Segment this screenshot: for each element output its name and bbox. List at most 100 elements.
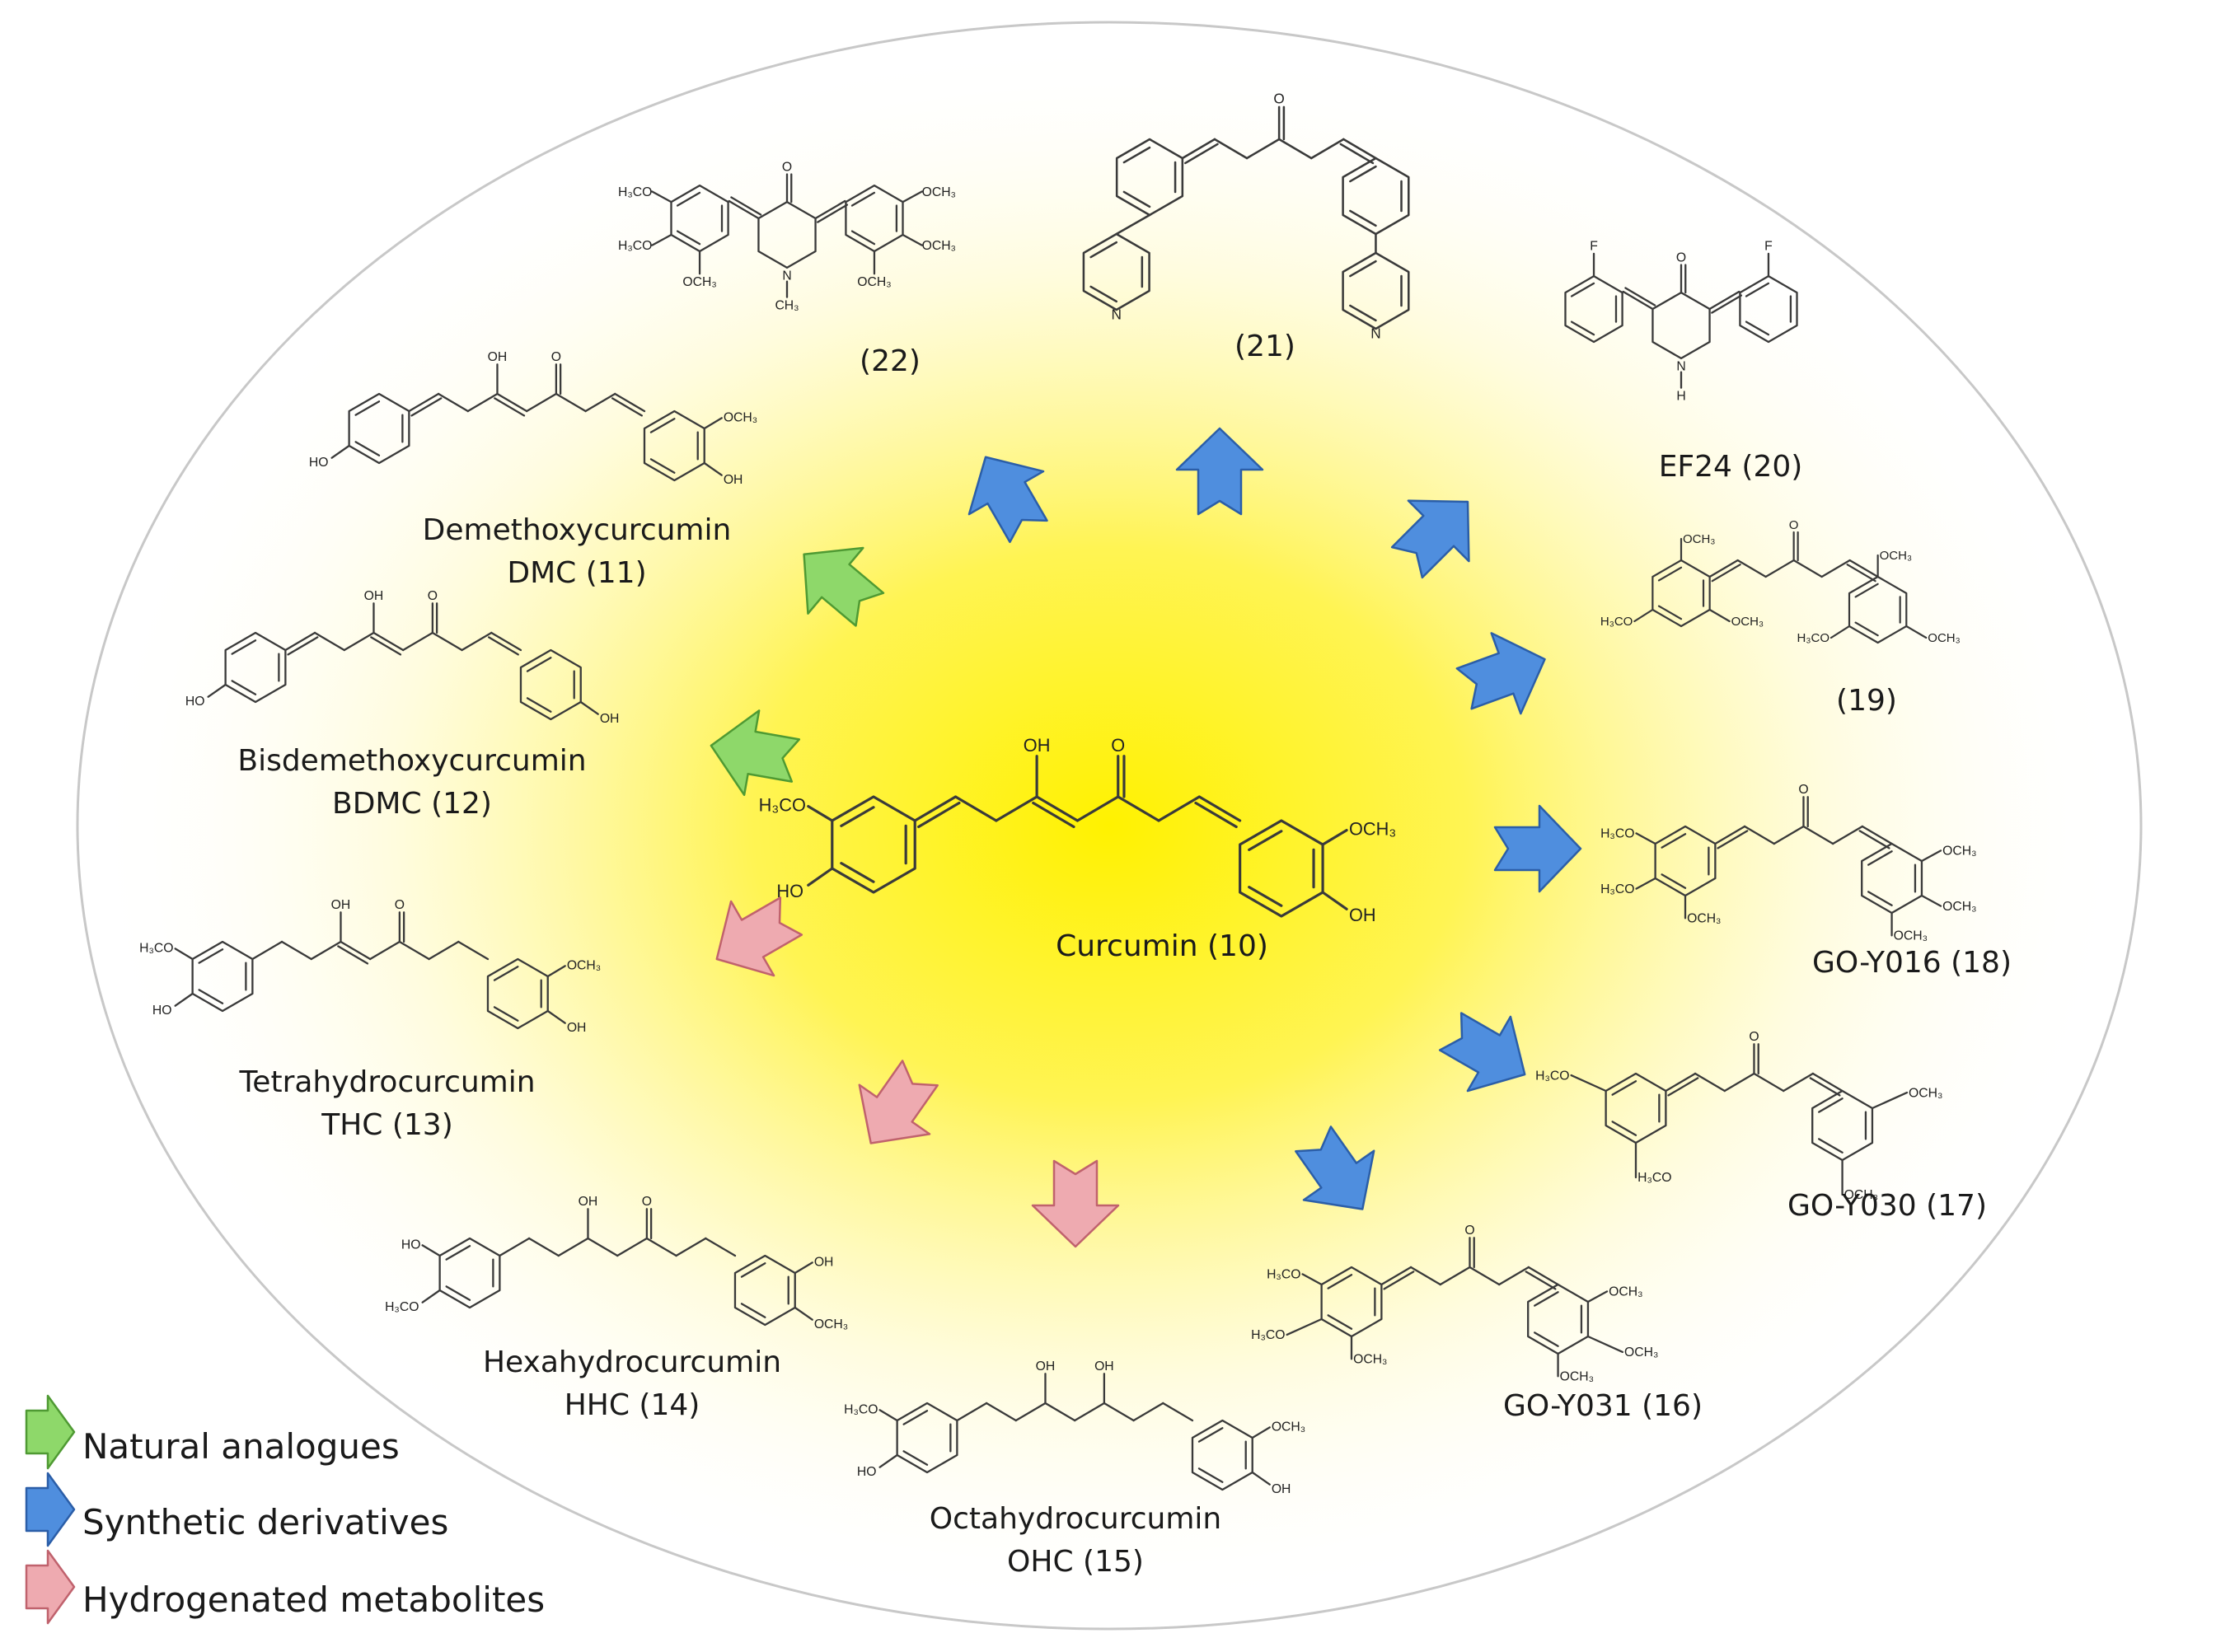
bond bbox=[1245, 138, 1281, 160]
atom-label: OCH₃ bbox=[1942, 845, 1976, 859]
bond bbox=[1708, 608, 1731, 623]
compound-label-line: (19) bbox=[1836, 684, 1897, 718]
bond bbox=[231, 680, 257, 695]
bond bbox=[902, 233, 923, 246]
atom-label: HO bbox=[309, 456, 329, 470]
arrow-to-ohc bbox=[1031, 1159, 1120, 1248]
arrow-to-19 bbox=[1455, 632, 1546, 715]
atom-label: OH bbox=[600, 712, 620, 726]
bond bbox=[850, 191, 876, 207]
atom-label: H₃CO bbox=[1600, 615, 1633, 629]
atom-label: N bbox=[782, 269, 791, 283]
bond bbox=[1309, 138, 1345, 160]
atom-label: O bbox=[1798, 783, 1808, 797]
compound-label-line: Hexahydrocurcumin bbox=[483, 1345, 781, 1379]
atom-label: H₃CO bbox=[1600, 827, 1634, 841]
bond bbox=[526, 392, 558, 413]
bond bbox=[1248, 830, 1283, 851]
atom-label: H bbox=[1676, 389, 1685, 403]
bond bbox=[490, 631, 522, 652]
arrow-to-go-y031 bbox=[1295, 1126, 1375, 1210]
bond bbox=[370, 636, 402, 656]
compound-label-line: GO-Y016 (18) bbox=[1812, 946, 2012, 980]
atom-label: O bbox=[428, 589, 438, 603]
bond bbox=[1711, 564, 1741, 583]
arrow-to-thc bbox=[715, 896, 803, 977]
bond bbox=[526, 697, 552, 713]
arrow-to-bdmc bbox=[710, 709, 801, 797]
bond bbox=[740, 1262, 766, 1278]
bond bbox=[231, 639, 257, 655]
atom-label: O bbox=[1273, 90, 1284, 106]
bond bbox=[814, 199, 846, 220]
atom-label: OCH₃ bbox=[1909, 1086, 1942, 1100]
bond bbox=[1832, 825, 1864, 845]
atom-label: O bbox=[1676, 250, 1686, 264]
bond bbox=[817, 204, 849, 223]
bond bbox=[1736, 559, 1767, 578]
bond bbox=[1197, 1427, 1224, 1443]
atom-label: OCH₃ bbox=[1683, 532, 1715, 546]
bond bbox=[1122, 190, 1151, 208]
bond bbox=[1661, 873, 1687, 889]
atom-label: OH bbox=[1024, 735, 1051, 756]
bond bbox=[1818, 1097, 1844, 1113]
atom-label: OH bbox=[331, 898, 351, 912]
bond bbox=[445, 1285, 471, 1301]
legend-item-natural: Natural analogues bbox=[25, 1394, 400, 1470]
atom-label: OCH₃ bbox=[1349, 818, 1396, 839]
arrow-to-dmc bbox=[803, 546, 885, 627]
bond bbox=[676, 191, 701, 207]
bond bbox=[649, 418, 676, 433]
bond bbox=[850, 230, 876, 246]
aromatic-ring bbox=[519, 648, 582, 721]
bond bbox=[437, 392, 469, 413]
bond bbox=[902, 1450, 929, 1466]
legend-arrow-natural bbox=[25, 1394, 76, 1470]
bond bbox=[616, 1237, 649, 1257]
bond bbox=[207, 683, 227, 698]
bond bbox=[466, 392, 499, 413]
compound-label-line: BDMC (12) bbox=[332, 787, 492, 821]
atom-label: OH bbox=[364, 589, 384, 603]
bond bbox=[1624, 287, 1656, 307]
atom-label: OCH₃ bbox=[1272, 1420, 1305, 1434]
atom-label: H₃CO bbox=[1600, 882, 1634, 896]
compound-label-line: Bisdemethoxycurcumin bbox=[237, 744, 586, 778]
legend-label-natural: Natural analogues bbox=[82, 1426, 400, 1467]
atom-label: OCH₃ bbox=[922, 185, 956, 199]
bond bbox=[1708, 559, 1739, 578]
bond bbox=[584, 392, 616, 413]
arrow-to-21 bbox=[1175, 427, 1264, 516]
bond bbox=[284, 631, 316, 652]
bond bbox=[457, 940, 490, 961]
bond bbox=[1534, 1331, 1559, 1347]
bond bbox=[1132, 1402, 1164, 1422]
bond bbox=[343, 631, 375, 652]
bond bbox=[730, 196, 762, 216]
bond bbox=[1103, 1402, 1135, 1422]
compound-label-c22: (22) bbox=[860, 344, 921, 378]
atom-label: OCH₃ bbox=[1942, 900, 1976, 914]
bond bbox=[1248, 886, 1283, 907]
legend-arrow-synthetic bbox=[25, 1472, 76, 1547]
bond bbox=[878, 1409, 898, 1422]
compound-label-line: OHC (15) bbox=[1007, 1545, 1144, 1579]
arrow-to-ef24 bbox=[1390, 499, 1470, 579]
bond bbox=[1349, 260, 1377, 278]
bond bbox=[675, 1237, 707, 1257]
bond bbox=[1570, 282, 1595, 297]
bond bbox=[402, 631, 434, 652]
bond bbox=[1197, 795, 1242, 822]
atom-label: O bbox=[1464, 1224, 1474, 1238]
bond bbox=[1723, 1072, 1755, 1093]
compound-label-line: EF24 (20) bbox=[1659, 450, 1803, 484]
legend-label-hydrogenated: Hydrogenated metabolites bbox=[82, 1579, 545, 1620]
bond bbox=[1846, 564, 1876, 583]
bond bbox=[555, 392, 587, 413]
